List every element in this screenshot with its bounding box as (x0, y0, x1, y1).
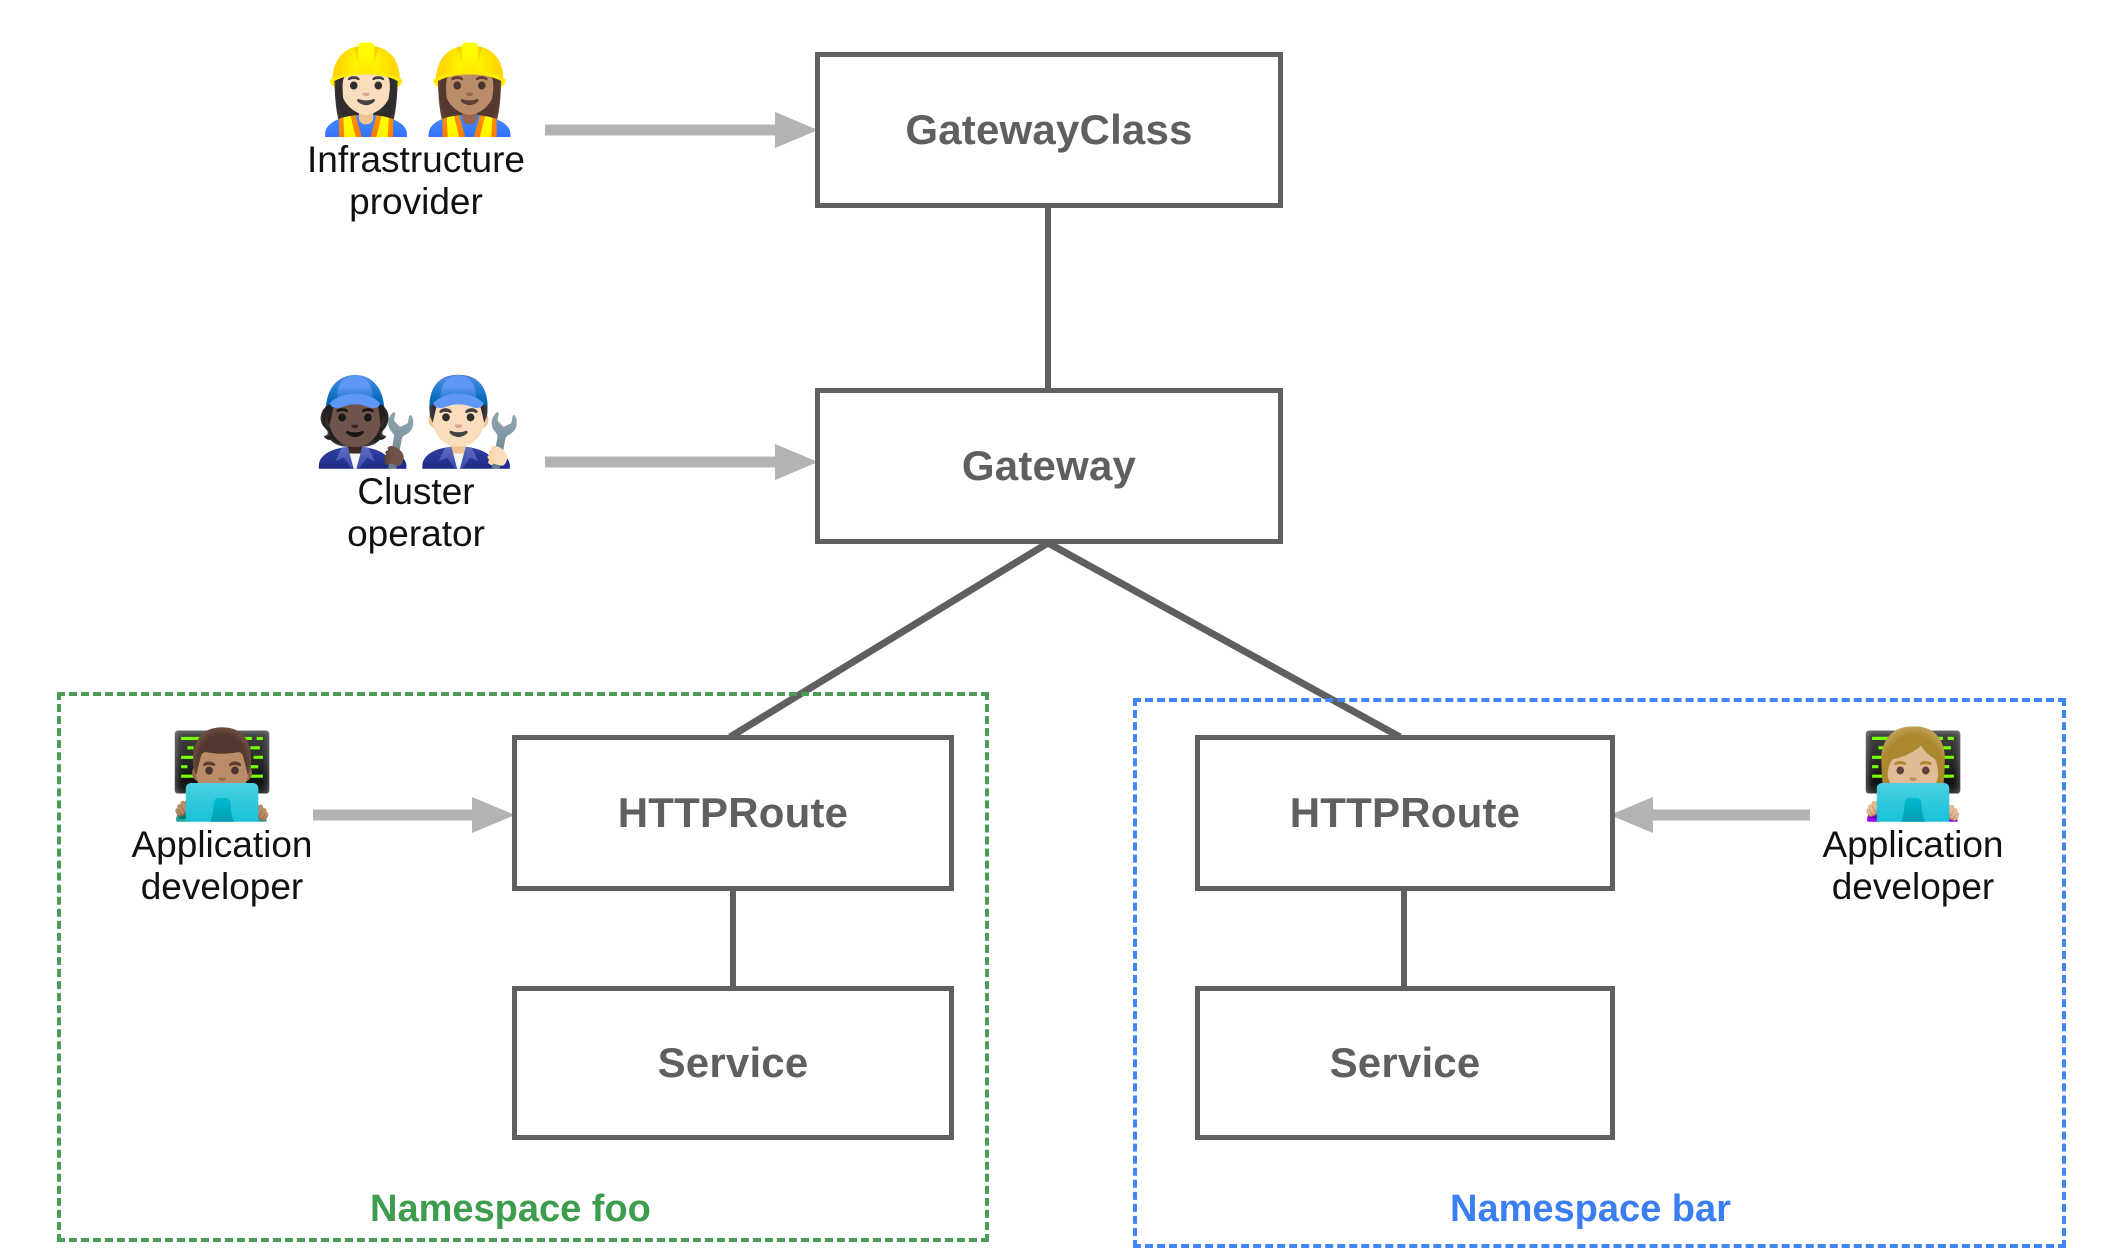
node-httproute-bar[interactable]: HTTPRoute (1195, 735, 1615, 891)
node-gateway[interactable]: Gateway (815, 388, 1283, 544)
woman-technologist-emoji: 👩🏼‍💻 (1859, 727, 1967, 823)
persona-cluster-operator: 🧑🏿‍🔧👨🏻‍🔧 Cluster operator (266, 377, 566, 554)
arrow-infrastructure-provider-to-gatewayclass (545, 112, 818, 148)
node-service-foo[interactable]: Service (512, 986, 954, 1140)
node-httproute-bar-label: HTTPRoute (1289, 789, 1521, 836)
persona-infrastructure-provider: 👷🏻‍♀️👷🏽‍♀️ Infrastructure provider (266, 45, 566, 222)
node-gateway-label: Gateway (961, 442, 1137, 489)
mechanic-emoji: 🧑🏿‍🔧👨🏻‍🔧 (312, 374, 523, 470)
node-service-bar[interactable]: Service (1195, 986, 1615, 1140)
woman-construction-worker-emoji: 👷🏻‍♀️👷🏽‍♀️ (312, 42, 523, 138)
namespace-foo-container (57, 692, 989, 1242)
namespace-bar-container (1133, 698, 2066, 1248)
persona-application-developer-bar-label: Application developer (1822, 824, 2004, 907)
arrow-cluster-operator-to-gateway (545, 444, 818, 480)
namespace-bar-label: Namespace bar (1450, 1188, 1731, 1230)
persona-infrastructure-provider-label: Infrastructure provider (307, 139, 525, 222)
node-httproute-foo-label: HTTPRoute (617, 789, 849, 836)
node-gatewayclass[interactable]: GatewayClass (815, 52, 1283, 208)
persona-application-developer-bar: 👩🏼‍💻 Application developer (1763, 730, 2063, 907)
node-httproute-foo[interactable]: HTTPRoute (512, 735, 954, 891)
persona-cluster-operator-label: Cluster operator (347, 471, 485, 554)
persona-application-developer-foo: 👨🏽‍💻 Application developer (72, 730, 372, 907)
node-service-foo-label: Service (657, 1039, 809, 1086)
man-technologist-emoji: 👨🏽‍💻 (168, 727, 276, 823)
node-gatewayclass-label: GatewayClass (905, 106, 1193, 153)
node-service-bar-label: Service (1329, 1039, 1481, 1086)
namespace-foo-label: Namespace foo (370, 1188, 651, 1230)
persona-application-developer-foo-label: Application developer (131, 824, 313, 907)
